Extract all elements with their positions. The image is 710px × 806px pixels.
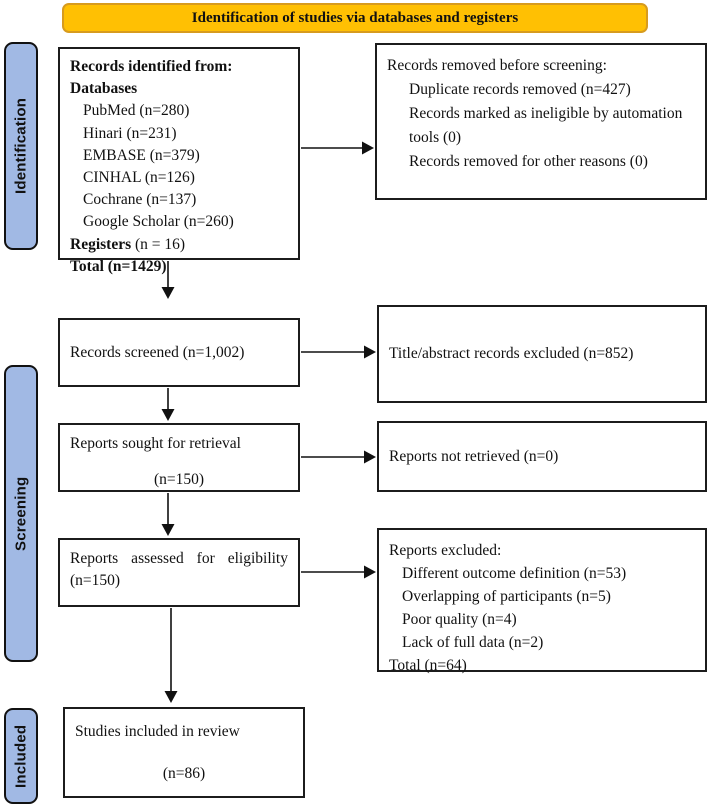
records-screened-text: Records screened (n=1,002): [70, 343, 245, 361]
records-removed-title: Records removed before screening:: [387, 57, 607, 74]
studies-included-line1: Studies included in review: [75, 723, 240, 740]
studies-included-line2: (n=86): [162, 765, 206, 782]
box-reports-excluded: Reports excluded: Different outcome defi…: [377, 528, 707, 674]
records-removed-item: Records removed for other reasons (0): [409, 153, 648, 170]
box-records-identified: Records identified from: Databases PubMe…: [58, 47, 300, 275]
arrow-assessed-to-excluded: [301, 565, 376, 579]
arrow-assessed-to-included: [164, 608, 178, 703]
database-item: Google Scholar (n=260): [83, 213, 234, 231]
arrow-sought-to-not-retrieved: [301, 450, 376, 464]
reports-excluded-item: Different outcome definition (n=53): [402, 565, 627, 582]
records-identified-title: Records identified from:: [70, 58, 233, 75]
arrow-screened-to-title-abstract: [301, 345, 376, 359]
reports-excluded-item: Lack of full data (n=2): [402, 634, 544, 651]
box-reports-sought: Reports sought for retrieval (n=150): [58, 423, 300, 492]
reports-assessed-line2: (n=150): [70, 572, 121, 589]
registers-value: (n = 16): [131, 235, 186, 253]
registers-line: Registers (n = 16): [70, 234, 288, 256]
reports-assessed-line1: Reports assessed for eligibility: [70, 550, 288, 567]
box-reports-not-retrieved: Reports not retrieved (n=0): [377, 421, 707, 492]
reports-sought-line2: (n=150): [153, 471, 205, 488]
box-records-removed: Records removed before screening: Duplic…: [375, 43, 707, 200]
arrow-sought-to-assessed: [161, 493, 175, 536]
reports-excluded-item: Overlapping of participants (n=5): [402, 588, 611, 605]
reports-excluded-item: Poor quality (n=4): [402, 611, 517, 628]
stage-label-screening: Screening: [4, 365, 38, 662]
reports-sought-line1: Reports sought for retrieval: [70, 435, 241, 452]
database-item: PubMed (n=280): [83, 102, 190, 120]
stage-label-included-text: Included: [12, 724, 30, 788]
arrow-identified-to-removed: [301, 141, 374, 155]
database-item: Hinari (n=231): [83, 124, 177, 142]
stage-label-screening-text: Screening: [12, 476, 30, 551]
banner-title-label: Identification of studies via databases …: [191, 9, 519, 26]
records-identified-total: Total (n=1429): [70, 257, 167, 275]
reports-not-retrieved-text: Reports not retrieved (n=0): [389, 447, 559, 465]
reports-excluded-title: Reports excluded:: [389, 542, 502, 559]
box-title-abstract-excluded: Title/abstract records excluded (n=852): [377, 305, 707, 403]
box-records-screened: Records screened (n=1,002): [58, 318, 300, 387]
records-identified-group: Databases: [70, 80, 138, 98]
stage-label-included: Included: [4, 708, 38, 804]
registers-label: Registers: [70, 235, 132, 253]
database-item: EMBASE (n=379): [83, 146, 200, 164]
records-removed-item: Records marked as ineligible by automati…: [409, 105, 683, 146]
stage-label-identification: Identification: [4, 42, 38, 250]
stage-label-identification-text: Identification: [12, 97, 30, 195]
records-removed-item: Duplicate records removed (n=427): [409, 81, 631, 98]
arrow-screened-to-sought: [161, 388, 175, 421]
database-item: Cochrane (n=137): [83, 191, 197, 209]
box-reports-assessed: Reports assessed for eligibility (n=150): [58, 538, 300, 607]
banner-title: Identification of studies via databases …: [62, 3, 648, 33]
database-item: CINHAL (n=126): [83, 169, 195, 187]
reports-excluded-total: Total (n=64): [389, 657, 467, 674]
box-studies-included: Studies included in review (n=86): [63, 707, 305, 798]
title-abstract-excluded-text: Title/abstract records excluded (n=852): [389, 345, 634, 362]
